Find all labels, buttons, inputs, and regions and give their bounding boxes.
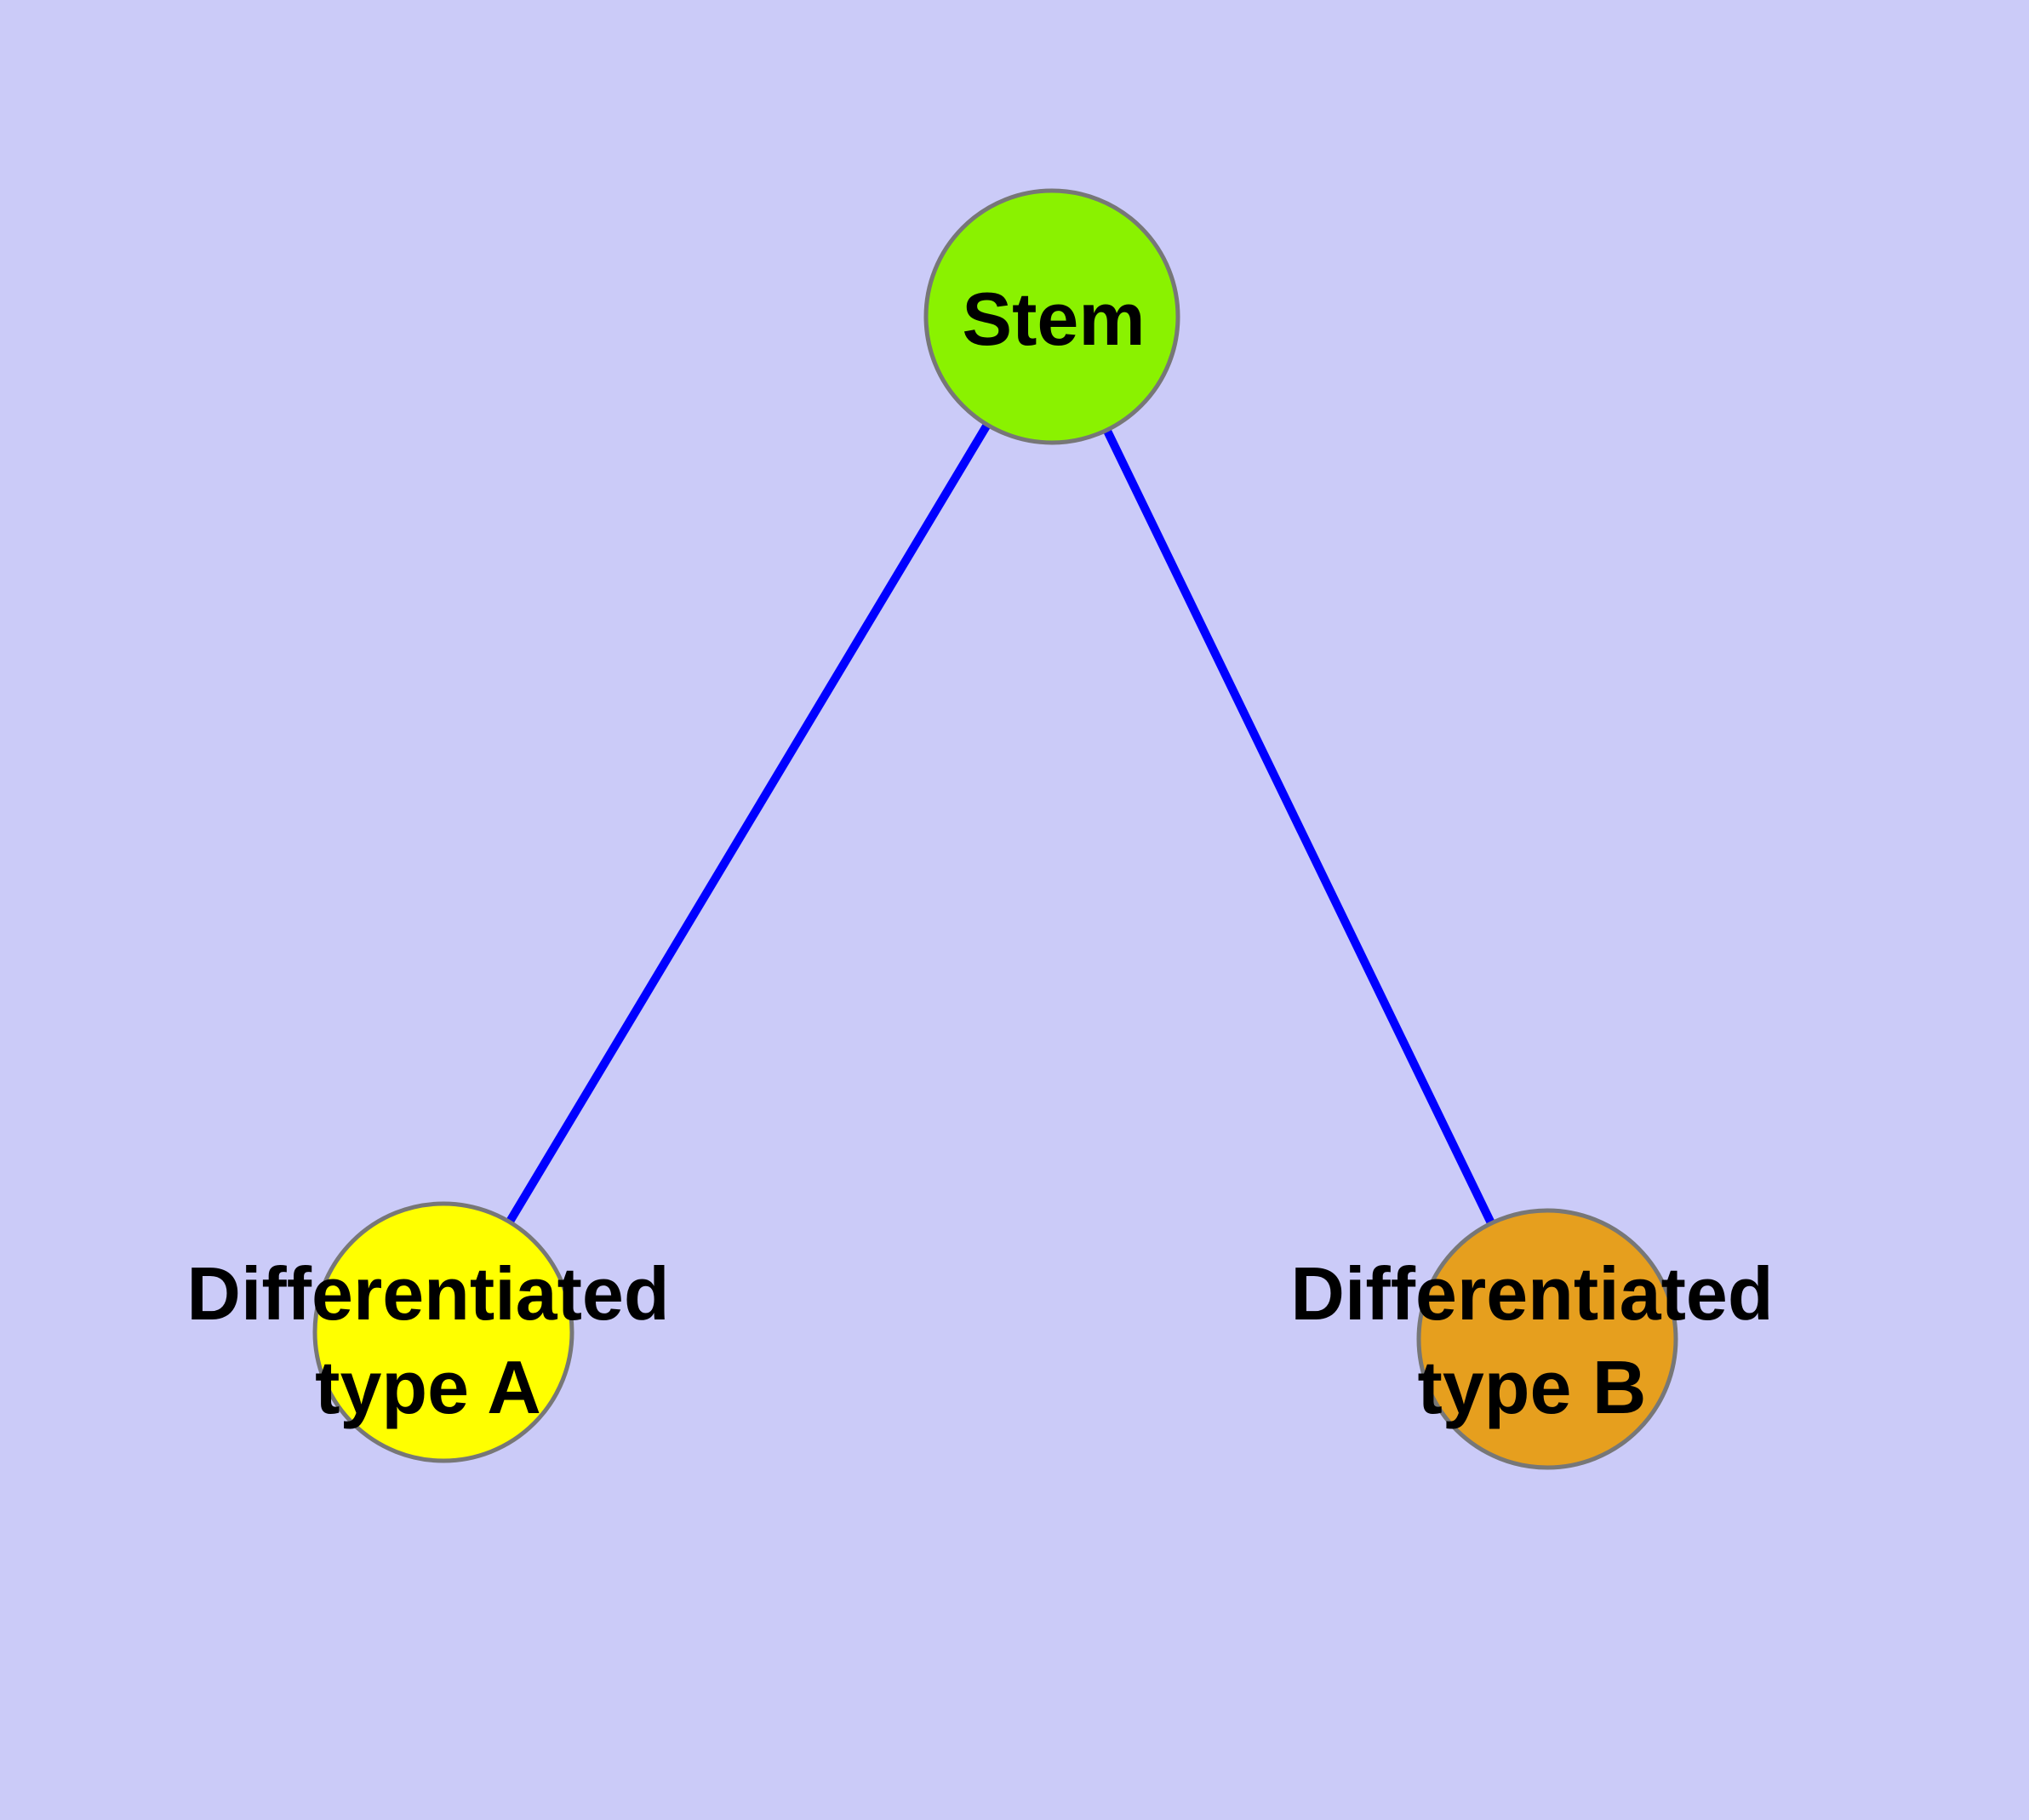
node-type-a-circle <box>312 1201 574 1463</box>
node-type-b-circle <box>1416 1208 1678 1470</box>
edge-stem-to-type-a <box>439 314 1056 1335</box>
node-stem-circle <box>923 188 1180 445</box>
edge-stem-to-type-b <box>1048 314 1552 1342</box>
